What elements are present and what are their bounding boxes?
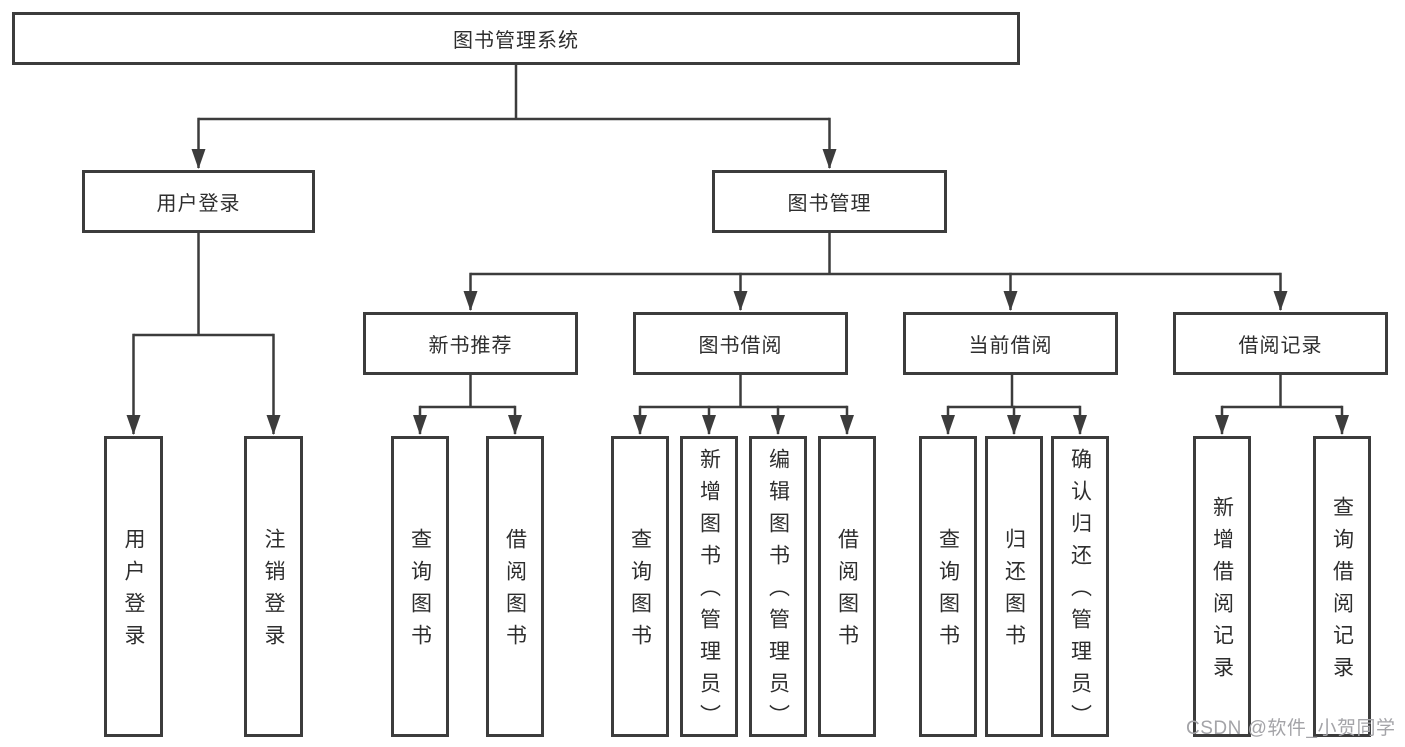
leaf-borrow-books-recommend-label: 借阅图书 xyxy=(503,528,527,656)
leaf-add-borrow-record-label: 新增借阅记录 xyxy=(1210,496,1234,688)
leaf-borrow-books-label: 借阅图书 xyxy=(835,528,859,656)
leaf-edit-books-admin-label: 编辑图书（管理员） xyxy=(766,448,790,736)
leaf-query-books-borrow: 查询图书 xyxy=(611,436,669,737)
leaf-confirm-return-admin-label: 确认归还（管理员） xyxy=(1068,448,1092,736)
leaf-user-login-label: 用户登录 xyxy=(122,528,145,656)
node-book-management: 图书管理 xyxy=(712,170,947,233)
csdn-watermark: CSDN @软件_小贺同学 xyxy=(1186,718,1396,739)
node-user-login-label: 用户登录 xyxy=(156,193,241,215)
leaf-return-books: 归还图书 xyxy=(985,436,1043,737)
node-current-borrowing: 当前借阅 xyxy=(903,312,1118,375)
leaf-add-books-admin: 新增图书（管理员） xyxy=(680,436,738,737)
leaf-query-books-borrow-label: 查询图书 xyxy=(628,528,652,656)
leaf-user-login: 用户登录 xyxy=(104,436,163,737)
leaf-add-borrow-record: 新增借阅记录 xyxy=(1193,436,1251,737)
leaf-query-borrow-record: 查询借阅记录 xyxy=(1313,436,1371,737)
leaf-return-books-label: 归还图书 xyxy=(1002,528,1026,656)
leaf-query-books-recommend-label: 查询图书 xyxy=(408,528,432,656)
leaf-add-books-admin-label: 新增图书（管理员） xyxy=(697,448,721,736)
leaf-logout-label: 注销登录 xyxy=(262,528,285,656)
leaf-query-books-recommend: 查询图书 xyxy=(391,436,449,737)
leaf-logout: 注销登录 xyxy=(244,436,303,737)
node-root-library-management-system: 图书管理系统 xyxy=(12,12,1020,65)
node-current-borrowing-label: 当前借阅 xyxy=(968,335,1053,357)
node-borrowing-records: 借阅记录 xyxy=(1173,312,1388,375)
node-new-book-recommend: 新书推荐 xyxy=(363,312,578,375)
leaf-query-books-current: 查询图书 xyxy=(919,436,977,737)
leaf-edit-books-admin: 编辑图书（管理员） xyxy=(749,436,807,737)
node-new-book-recommend-label: 新书推荐 xyxy=(428,335,513,357)
leaf-borrow-books: 借阅图书 xyxy=(818,436,876,737)
node-borrowing-records-label: 借阅记录 xyxy=(1238,335,1323,357)
node-user-login: 用户登录 xyxy=(82,170,315,233)
node-book-borrowing-label: 图书借阅 xyxy=(698,335,783,357)
leaf-query-borrow-record-label: 查询借阅记录 xyxy=(1330,496,1354,688)
node-root-label: 图书管理系统 xyxy=(453,30,579,52)
node-book-management-label: 图书管理 xyxy=(787,193,872,215)
leaf-query-books-current-label: 查询图书 xyxy=(936,528,960,656)
node-book-borrowing: 图书借阅 xyxy=(633,312,848,375)
leaf-confirm-return-admin: 确认归还（管理员） xyxy=(1051,436,1109,737)
leaf-borrow-books-recommend: 借阅图书 xyxy=(486,436,544,737)
